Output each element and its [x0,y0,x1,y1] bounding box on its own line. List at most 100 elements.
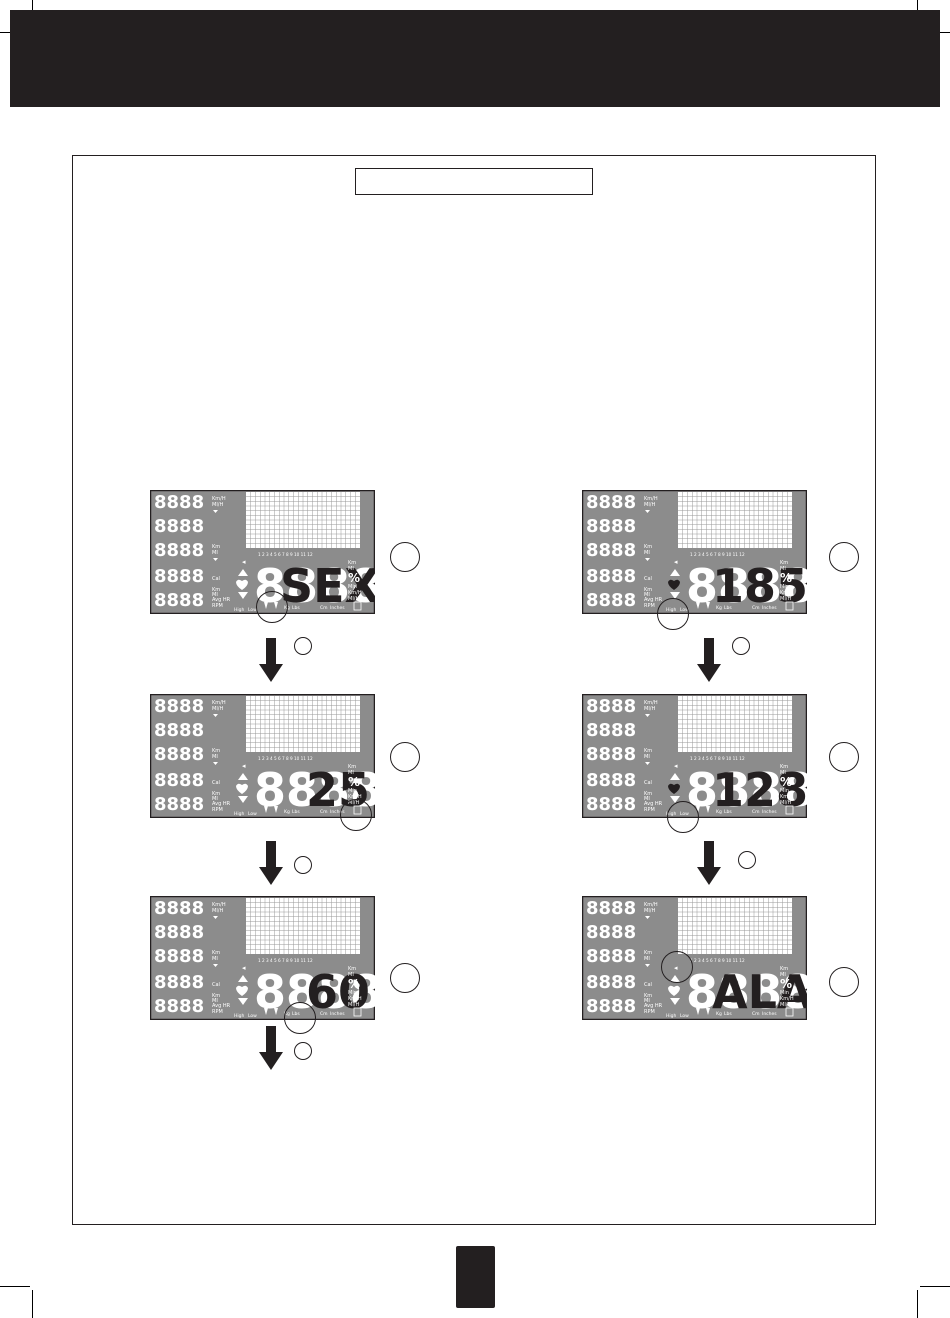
arrow-step-marker [738,851,756,869]
person-icon [264,806,268,813]
person-icon [696,1008,700,1015]
down-triangle-icon [670,998,680,1005]
main-display-readout: ALA [712,965,807,1019]
right-unit-label: MI [780,770,786,776]
lcd-left-digits: 8888 [154,696,204,717]
content-frame [72,155,876,1225]
speed-unit-label: MI/H [644,706,655,712]
calorie-label: Cal [212,780,220,786]
speaker-icon: ◂ [242,964,246,972]
distance-unit-label: MI [212,754,218,760]
step-marker [390,963,420,993]
cm-label: Cm [752,605,760,611]
up-triangle-icon [238,773,248,780]
down-arrow-icon [697,638,721,682]
minute-label: Min [780,584,789,590]
lcd-left-digits: 8888 [154,516,204,537]
down-arrow-icon [259,1026,283,1070]
graph-grid [246,898,360,954]
highlight-circle [667,801,699,833]
arrow-step-marker [294,637,312,655]
program-number-row: 1 2 3 4 5 6 7 8 9 10 11 12 [690,552,745,557]
highlight-circle [284,1002,316,1034]
distance-unit-label: Km [212,993,220,999]
high-label: High [234,811,244,817]
right-unit-label: MI [348,566,354,572]
lcd-left-digits: 8888 [154,794,204,815]
down-triangle-icon [670,796,680,803]
speed-unit-label: MI/H [644,908,655,914]
right-unit-label: Km/H [348,590,362,596]
speed-unit-label: MI/H [212,502,223,508]
calorie-label: Cal [644,982,652,988]
calorie-label: Cal [644,780,652,786]
header-bar [10,10,940,107]
right-unit-label: Km [780,764,788,770]
unit-box-icon [785,1007,794,1017]
inches-label: Inches [330,809,345,815]
lcd-left-digits: 8888 [154,996,204,1017]
lcd-left-digits: 8888 [154,540,204,561]
inches-label: Inches [330,605,345,611]
heart-icon [213,916,218,919]
speaker-icon: ◂ [242,762,246,770]
person-icon [706,806,710,813]
low-label: Low [680,1013,689,1019]
percent-label: % [348,775,360,789]
kg-label: Kg [716,809,722,815]
inches-label: Inches [762,605,777,611]
avg-hr-label: Avg HR [212,801,231,807]
person-icon [264,1008,268,1015]
heart-icon [645,916,650,919]
up-triangle-icon [238,569,248,576]
rpm-label: RPM [212,603,223,609]
lcd-left-digits: 8888 [586,922,636,943]
speaker-icon: ◂ [674,558,678,566]
step-marker [829,967,859,997]
speed-unit-label: MI/H [212,908,223,914]
right-unit-label: MI [348,770,354,776]
main-display-readout: 185 [712,559,807,613]
section-title-box [355,168,593,195]
speed-unit-label: MI/H [644,502,655,508]
heart-icon [668,985,680,996]
main-display-background: 8888 [686,965,807,1019]
inches-label: Inches [762,809,777,815]
lcd-left-digits: 8888 [586,972,636,993]
unit-box-icon [353,1007,362,1017]
right-unit-label: Km [348,966,356,972]
speed-unit-label: Km/H [644,700,658,706]
heart-icon [645,762,650,765]
main-display-background: 8888 [254,965,375,1019]
right-unit-label: MI [348,972,354,978]
minute-label: Min [348,788,357,794]
percent-label: % [348,977,360,991]
heart-icon [213,762,218,765]
speed-unit-label: Km/H [644,496,658,502]
page-number-tab [456,1246,495,1308]
distance-unit-label: Km [644,748,652,754]
rpm-label: RPM [644,603,655,609]
rpm-label: RPM [644,807,655,813]
graph-grid [678,696,792,752]
calorie-label: Cal [212,982,220,988]
percent-label: % [780,775,792,789]
distance-unit-label: Km [644,587,652,593]
rpm-label: RPM [212,1009,223,1015]
down-arrow-icon [697,841,721,885]
graph-grid [678,492,792,548]
right-unit-label: MI/H [780,1002,791,1008]
right-unit-label: Km/H [780,794,794,800]
lcd-left-digits: 8888 [154,922,204,943]
lcd-left-digits: 8888 [154,590,204,611]
heart-icon [645,964,650,967]
distance-unit-label: Km [212,587,220,593]
distance-unit-label: MI [644,796,650,802]
down-arrow-icon [259,638,283,682]
distance-unit-label: Km [644,993,652,999]
